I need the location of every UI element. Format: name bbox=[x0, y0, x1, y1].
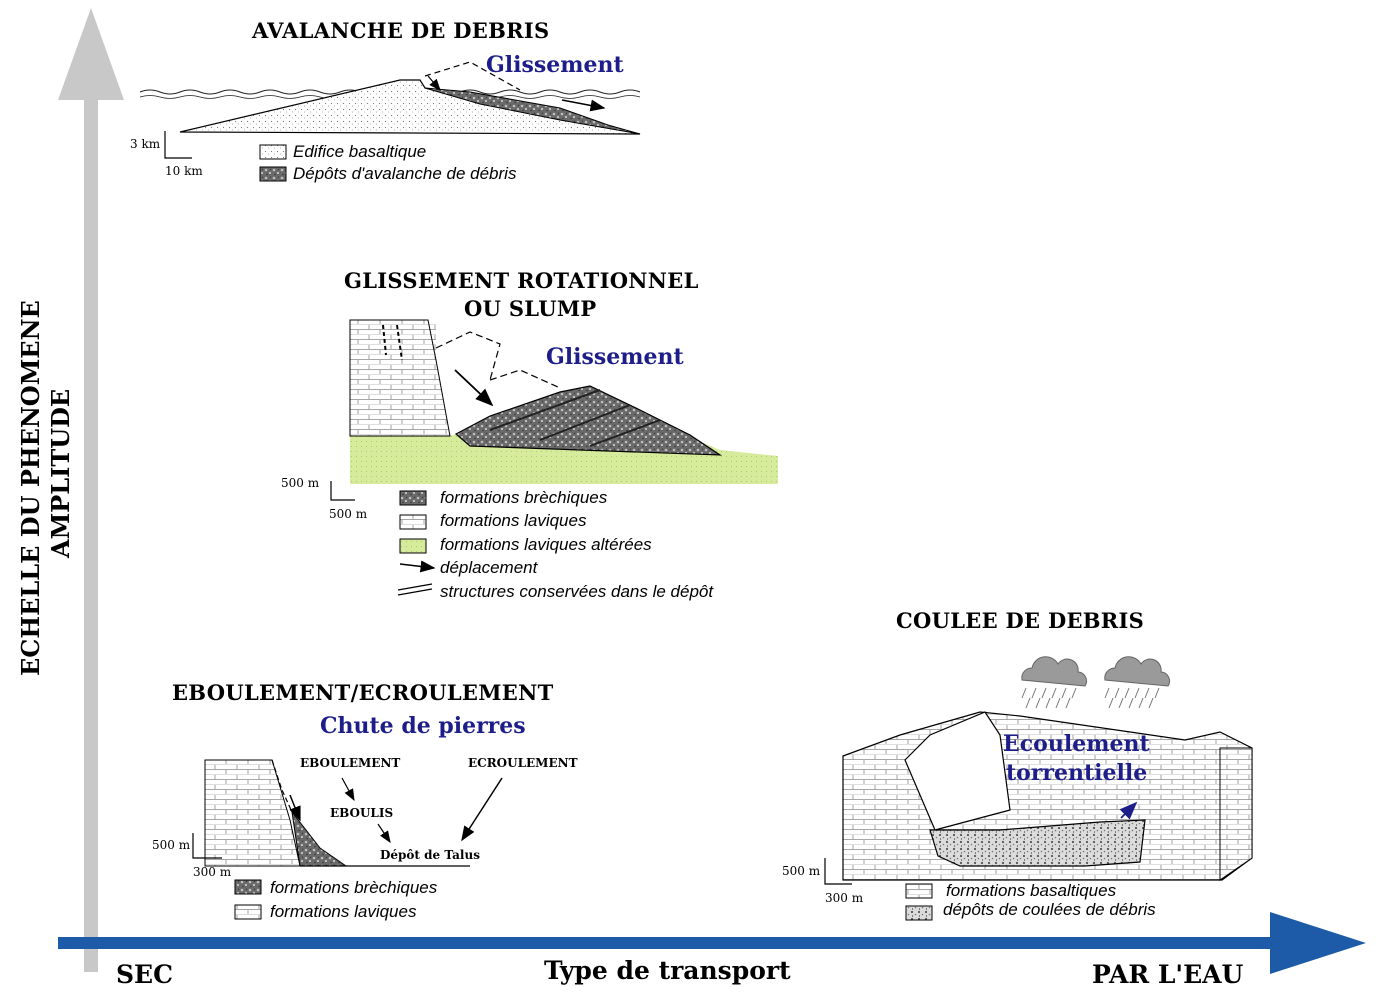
eboulement-legend-2: formations laviques bbox=[270, 902, 417, 921]
x-axis-right-label: PAR L'EAU bbox=[1092, 960, 1244, 989]
eboulement-subtitle: Chute de pierres bbox=[320, 713, 526, 739]
eboulement-label: EBOULEMENT bbox=[300, 756, 401, 770]
eboulis-label: EBOULIS bbox=[330, 806, 394, 820]
eboulement-scale-v: 500 m bbox=[152, 838, 191, 852]
slump-title-1: GLISSEMENT ROTATIONNEL bbox=[344, 268, 699, 293]
coulee-legend-1: formations basaltiques bbox=[946, 881, 1117, 900]
coulee-diagram bbox=[824, 656, 1253, 921]
eboulement-title: EBOULEMENT/ECROULEMENT bbox=[172, 680, 554, 705]
slump-legend-4: déplacement bbox=[440, 558, 538, 577]
avalanche-legend-2: Dépôts d'avalanche de débris bbox=[293, 164, 517, 183]
eboulement-diagram bbox=[192, 759, 503, 920]
avalanche-scale-h: 10 km bbox=[165, 164, 203, 178]
vertical-axis-arrow bbox=[58, 8, 124, 972]
avalanche-legend-1: Edifice basaltique bbox=[293, 142, 427, 161]
avalanche-title: AVALANCHE DE DEBRIS bbox=[252, 18, 550, 43]
coulee-subtitle-2: torrentielle bbox=[1006, 760, 1148, 786]
x-axis-left-label: SEC bbox=[116, 960, 174, 989]
coulee-subtitle-1: Ecoulement bbox=[1003, 731, 1150, 757]
coulee-legend-2: dépôts de coulées de débris bbox=[943, 900, 1156, 919]
talus-label: Dépôt de Talus bbox=[380, 848, 480, 862]
avalanche-subtitle: Glissement bbox=[486, 52, 624, 78]
cloud-icon bbox=[1104, 656, 1171, 709]
avalanche-diagram bbox=[139, 61, 641, 182]
ecroulement-label: ECROULEMENT bbox=[468, 756, 578, 770]
horizontal-axis-arrow bbox=[58, 912, 1366, 974]
slump-legend-1: formations brèchiques bbox=[440, 488, 608, 507]
slump-legend-5: structures conservées dans le dépôt bbox=[440, 582, 714, 601]
coulee-scale-h: 300 m bbox=[825, 891, 864, 905]
slump-title-2: OU SLUMP bbox=[464, 296, 597, 321]
x-axis-label: Type de transport bbox=[544, 956, 791, 985]
y-axis-label-1: ECHELLE DU PHENOMENE bbox=[16, 300, 45, 676]
slump-subtitle: Glissement bbox=[546, 344, 684, 370]
coulee-scale-v: 500 m bbox=[782, 864, 821, 878]
eboulement-scale-h: 300 m bbox=[193, 865, 232, 879]
coulee-title: COULEE DE DEBRIS bbox=[896, 608, 1145, 633]
avalanche-scale-v: 3 km bbox=[130, 137, 161, 151]
slump-scale-v: 500 m bbox=[281, 476, 320, 490]
slump-diagram bbox=[330, 319, 778, 596]
y-axis-label-2: AMPLITUDE bbox=[46, 388, 75, 558]
cloud-icon bbox=[1021, 656, 1088, 709]
eboulement-legend-1: formations brèchiques bbox=[270, 878, 438, 897]
slump-scale-h: 500 m bbox=[329, 507, 368, 521]
slump-legend-2: formations laviques bbox=[440, 511, 587, 530]
slump-legend-3: formations laviques altérées bbox=[440, 535, 652, 554]
